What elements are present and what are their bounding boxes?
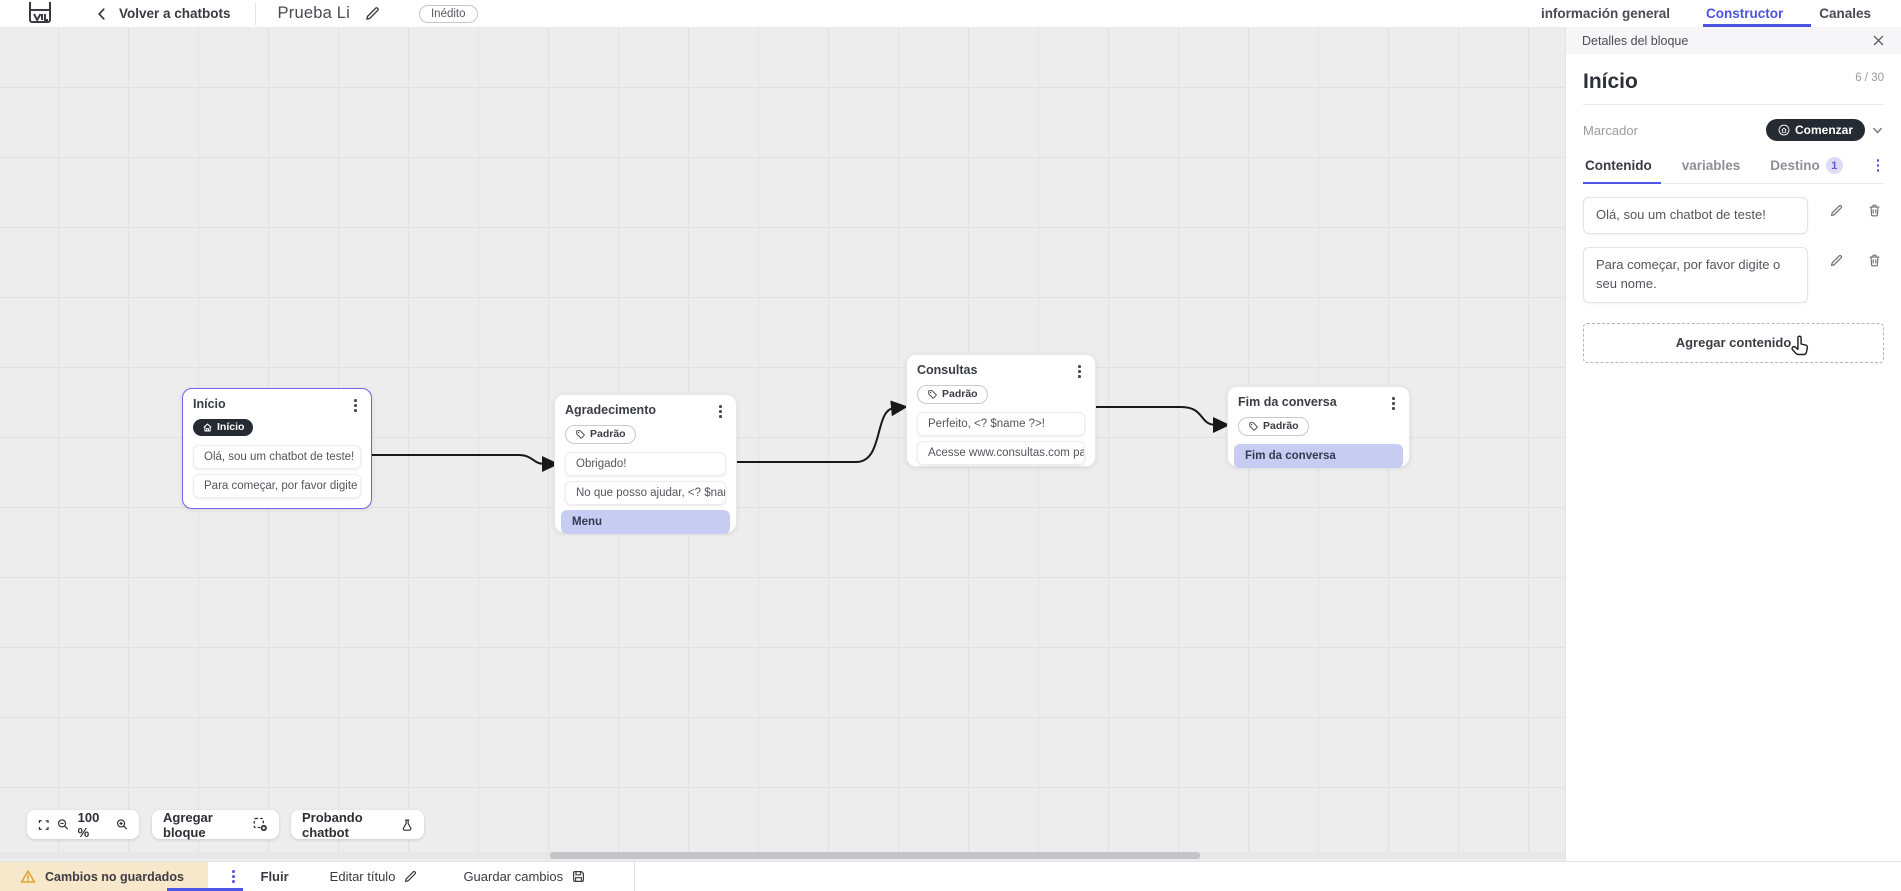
tab-contenido[interactable]: Contenido (1585, 158, 1652, 173)
edit-title-button[interactable]: Editar título (330, 869, 419, 884)
active-tab-underline (1583, 181, 1661, 184)
block-badge-default: Padrão (1238, 416, 1309, 436)
block-name: Início (1583, 70, 1638, 93)
block-badge-default: Padrão (565, 424, 636, 444)
pencil-icon (405, 870, 417, 883)
block-menu-icon[interactable] (715, 403, 726, 420)
close-icon[interactable] (1872, 34, 1885, 47)
top-tabs: información general Constructor Canales (1541, 0, 1901, 27)
block-menu-icon[interactable] (350, 397, 361, 414)
content-item-row: Para começar, por favor digite o seu nom… (1583, 246, 1884, 303)
block-title: Agradecimento (565, 403, 656, 417)
block-card[interactable]: No que posso ajudar, <? $name ... (565, 480, 726, 505)
active-tab-underline (1703, 24, 1811, 27)
block-card[interactable]: Perfeito, <? $name ?>! (917, 411, 1085, 436)
save-icon (573, 871, 585, 882)
add-block-icon (254, 817, 268, 832)
add-block-button[interactable]: Agregar bloque (152, 809, 279, 840)
flask-icon (402, 818, 412, 831)
zoom-in-icon (116, 819, 127, 830)
block-card[interactable]: Para começar, por favor digite o ... (193, 473, 361, 498)
home-icon (1778, 124, 1790, 136)
unsaved-label: Cambios no guardados (45, 869, 184, 884)
tag-icon (1249, 422, 1258, 431)
panel-tabs: Contenido variables Destino 1 (1583, 157, 1884, 184)
flow-canvas[interactable]: Início Início Olá, sou um chatbot de tes… (0, 27, 1565, 861)
home-icon (203, 423, 212, 432)
add-content-button[interactable]: Agregar contenido (1583, 322, 1884, 363)
fullscreen-icon (38, 819, 49, 830)
chevron-left-icon (97, 7, 105, 20)
save-changes-button[interactable]: Guardar cambios (463, 869, 586, 884)
marker-label: Marcador (1583, 122, 1638, 138)
block-title: Início (193, 397, 226, 411)
tab-canales[interactable]: Canales (1819, 6, 1871, 21)
unsaved-changes-chip: Cambios no guardados (0, 862, 208, 891)
active-tab-underline (167, 888, 243, 891)
content-text[interactable]: Para começar, por favor digite o seu nom… (1583, 246, 1808, 303)
delete-content-icon[interactable] (1867, 203, 1882, 218)
block-card-menu[interactable]: Fim da conversa (1234, 443, 1403, 468)
block-menu-icon[interactable] (1074, 363, 1085, 380)
zoom-level: 100 % (77, 809, 100, 840)
edit-content-icon[interactable] (1829, 253, 1844, 268)
flow-block-consultas[interactable]: Consultas Padrão Perfeito, <? $name ?>! … (906, 354, 1096, 467)
status-badge: Inédito (418, 4, 478, 23)
tag-icon (928, 390, 937, 399)
block-card[interactable]: Obrigado! (565, 451, 726, 476)
panel-title: Detalles del bloque (1582, 33, 1689, 48)
block-title: Consultas (917, 363, 978, 377)
bottom-bar: Cambios no guardados Fluir Editar título… (0, 861, 1901, 891)
edit-content-icon[interactable] (1829, 203, 1844, 218)
edit-title-icon[interactable] (364, 5, 381, 22)
canvas-hscrollbar-thumb[interactable] (550, 852, 1200, 859)
tab-informacion-general[interactable]: información general (1540, 6, 1670, 21)
tab-constructor[interactable]: Constructor (1705, 6, 1784, 21)
char-counter: 6 / 30 (1855, 72, 1884, 84)
marker-value-button[interactable]: Comenzar (1765, 119, 1865, 141)
add-block-label: Agregar bloque (163, 809, 213, 840)
tag-icon (576, 430, 585, 439)
block-card[interactable]: Acesse www.consultas.com par... (917, 440, 1085, 465)
warning-icon (20, 870, 36, 883)
flow-menu-icon[interactable] (228, 868, 239, 885)
app-logo-icon (27, 1, 57, 26)
back-to-chatbots[interactable]: Volver a chatbots (95, 6, 231, 21)
block-title: Fim da conversa (1238, 395, 1337, 409)
block-menu-icon[interactable] (1388, 395, 1399, 412)
divider (254, 2, 256, 25)
block-card-menu[interactable]: Menu (561, 509, 730, 534)
content-text[interactable]: Olá, sou um chatbot de teste! (1583, 197, 1808, 234)
block-badge-default: Padrão (917, 384, 988, 404)
test-chatbot-label: Probando chatbot (302, 809, 363, 840)
block-badge-start: Início (193, 418, 254, 436)
flow-block-fim[interactable]: Fim da conversa Padrão Fim da conversa (1227, 386, 1410, 468)
destino-count-badge: 1 (1825, 157, 1843, 174)
chevron-down-icon[interactable] (1871, 124, 1884, 137)
flow-block-inicio[interactable]: Início Início Olá, sou um chatbot de tes… (182, 388, 372, 509)
test-chatbot-button[interactable]: Probando chatbot (291, 809, 424, 840)
top-bar: Volver a chatbots Prueba Li Inédito info… (0, 0, 1901, 27)
zoom-out-icon (58, 819, 69, 830)
back-label: Volver a chatbots (119, 6, 231, 21)
zoom-controls[interactable]: 100 % (27, 809, 139, 840)
panel-menu-icon[interactable] (1873, 157, 1884, 174)
tab-variables[interactable]: variables (1681, 158, 1741, 173)
block-details-panel: Detalles del bloque Início 6 / 30 Marcad… (1565, 27, 1901, 861)
tab-fluir[interactable]: Fluir (260, 869, 289, 884)
tab-destino[interactable]: Destino 1 (1770, 157, 1843, 174)
flow-block-agradecimento[interactable]: Agradecimento Padrão Obrigado! No que po… (554, 394, 737, 534)
chatbot-title: Prueba Li (277, 4, 350, 22)
content-item-row: Olá, sou um chatbot de teste! (1583, 197, 1884, 234)
divider (1583, 104, 1884, 105)
delete-content-icon[interactable] (1867, 253, 1882, 268)
divider (634, 861, 636, 891)
block-card[interactable]: Olá, sou um chatbot de teste! (193, 444, 361, 469)
